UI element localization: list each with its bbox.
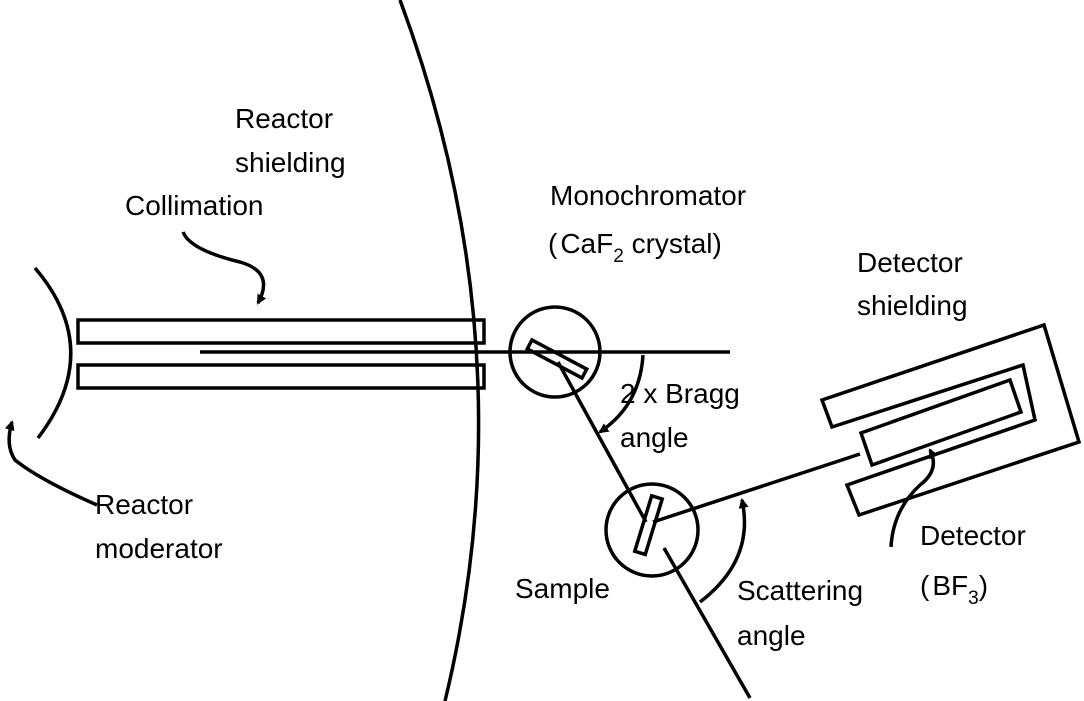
- label-monochromator: Monochromator: [550, 180, 746, 211]
- scattered-beam: [652, 452, 861, 524]
- sample-specimen: [632, 493, 665, 557]
- collimator-tube-upper: [76, 318, 486, 345]
- reactor-moderator-arc: [33, 266, 73, 440]
- label-bragg-angle-1: 2 x Bragg: [620, 378, 740, 409]
- scattering-angle-arrow: [698, 498, 749, 604]
- label-reactor-shielding-1: Reactor: [235, 103, 333, 134]
- label-reactor-shielding-2: shielding: [235, 147, 346, 178]
- label-scattering-angle-1: Scattering: [737, 575, 863, 606]
- collimation-arrow: [181, 231, 267, 305]
- label-detector-shielding-1: Detector: [857, 247, 963, 278]
- label-detector-detail: (BF3): [920, 570, 988, 609]
- detector-bf3: [858, 377, 1024, 468]
- monochromator-circle: [508, 305, 602, 399]
- label-scattering-angle-2: angle: [737, 620, 806, 651]
- label-sample: Sample: [515, 573, 610, 604]
- monochromatic-beam: [556, 361, 648, 523]
- bragg-angle-arrow: [598, 354, 645, 434]
- collimator-tube-lower: [76, 363, 486, 390]
- label-detector-shielding-2: shielding: [857, 290, 968, 321]
- label-bragg-angle-2: angle: [620, 422, 689, 453]
- label-collimation: Collimation: [125, 190, 264, 221]
- monochromator-crystal: [524, 337, 590, 381]
- detector-shielding: [819, 322, 1082, 518]
- detector-arrow: [889, 448, 939, 548]
- sample-circle: [604, 482, 700, 578]
- label-reactor-moderator-2: moderator: [95, 533, 223, 564]
- label-reactor-moderator-1: Reactor: [95, 489, 193, 520]
- transmitted-beam: [662, 547, 752, 699]
- moderator-arrow: [4, 420, 98, 507]
- label-monochromator-detail: (CaF2 crystal): [548, 228, 722, 267]
- label-detector: Detector: [920, 520, 1026, 551]
